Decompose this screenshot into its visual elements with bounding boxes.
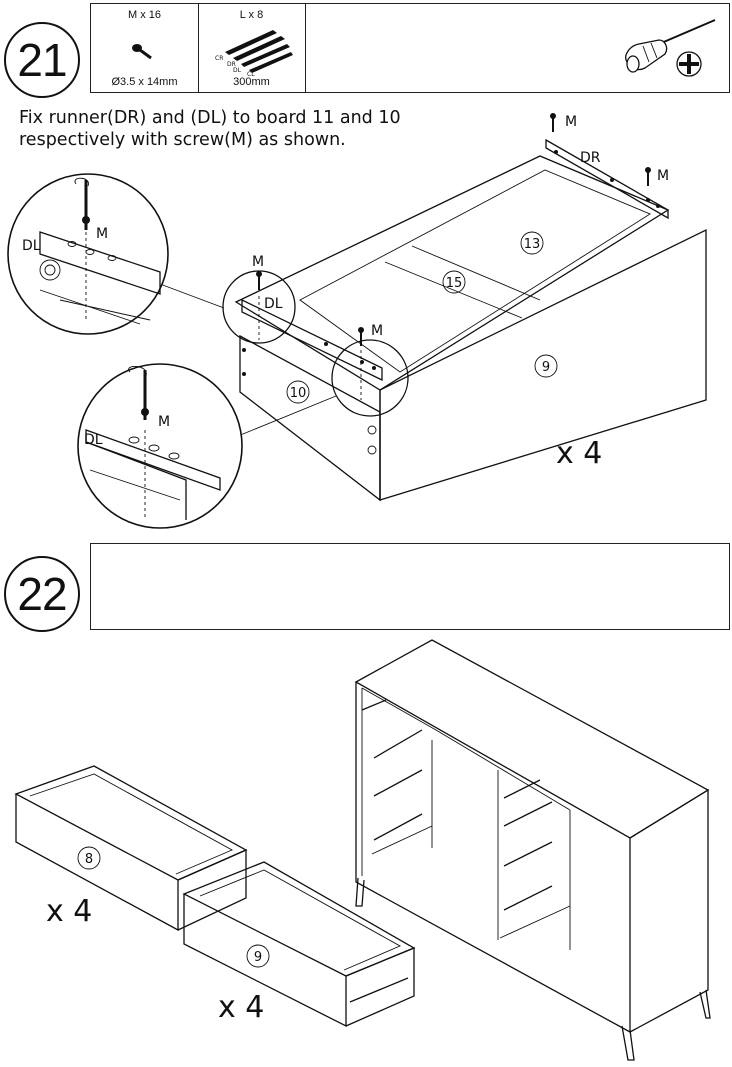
zoom-bottom-runner-label: DL (84, 432, 103, 448)
step-21-illustration: 13 15 9 10 (7, 113, 707, 529)
board-15-label: 15 (446, 276, 463, 291)
runner-label-dl: DL (264, 296, 283, 312)
instruction-line-1: Fix runner(DR) and (DL) to board 11 and … (19, 108, 401, 128)
parts-box: M x 16 Ø3.5 x 14mm L x 8 CR DR DL CL 300… (90, 3, 730, 93)
step-21-instruction: Fix runner(DR) and (DL) to board 11 and … (19, 107, 519, 151)
rail-label-cl: CL (247, 71, 255, 76)
board-13-marker: 13 (520, 231, 544, 255)
board-8-label: 8 (85, 852, 93, 867)
board-9-marker-step22: 9 (246, 944, 270, 968)
step-21-number: 21 (4, 22, 80, 98)
step-21-multiplier: x 4 (556, 436, 603, 471)
instruction-line-2: respectively with screw(M) as shown. (19, 130, 346, 150)
board-9-label: 9 (542, 360, 550, 375)
runner-rails-icon: CR DR DL CL (215, 30, 293, 76)
phillips-screwdriver-icon (625, 19, 716, 77)
part-m-qty: M x 16 (127, 9, 161, 21)
runner-label-dr: DR (580, 150, 601, 166)
step-22-number-text: 22 (17, 568, 67, 620)
step-22-multiplier-a: x 4 (46, 894, 93, 929)
step-22-parts-box (90, 543, 730, 630)
board-10-marker: 10 (286, 380, 310, 404)
drawer-assembly (234, 113, 707, 502)
drawer-9 (182, 861, 416, 1028)
parts-divider (305, 4, 306, 92)
zoom-top-screw-label: M (96, 226, 108, 242)
step-22-illustration: 8 9 (14, 639, 711, 1061)
step-22-number: 22 (4, 556, 80, 632)
board-9-marker: 9 (534, 354, 558, 378)
part-m-spec: Ø3.5 x 14mm (111, 76, 178, 88)
rail-label-cr: CR (215, 55, 223, 62)
board-13-label: 13 (524, 237, 541, 252)
board-15-marker: 15 (442, 270, 466, 294)
board-10-label: 10 (290, 386, 307, 401)
screw-label-dl-front: M (371, 323, 383, 339)
cabinet (354, 639, 711, 1061)
screw-label-dl-top: M (252, 254, 264, 270)
zoom-bottom-screw-label: M (158, 414, 170, 430)
part-l-qty: L x 8 (239, 9, 264, 21)
board-9-label-step22: 9 (254, 950, 262, 965)
callout-ring-top (222, 270, 296, 344)
screw-label-dr-top: M (565, 114, 577, 130)
rail-label-dr: DR (227, 61, 236, 68)
screw-icon (132, 44, 152, 60)
zoom-detail-bottom (77, 363, 243, 529)
zoom-top-runner-label: DL (22, 238, 41, 254)
screw-label-dr-right: M (657, 168, 669, 184)
zoom-detail-top (7, 173, 169, 335)
part-l-spec: 300mm (233, 76, 270, 88)
parts-divider (198, 4, 199, 92)
board-8-marker: 8 (77, 846, 101, 870)
step-21-number-text: 21 (17, 34, 67, 86)
rail-label-dl: DL (233, 67, 242, 74)
drawer-8 (14, 765, 248, 932)
step-22-multiplier-b: x 4 (218, 990, 265, 1025)
callout-ring-bottom (331, 339, 409, 417)
